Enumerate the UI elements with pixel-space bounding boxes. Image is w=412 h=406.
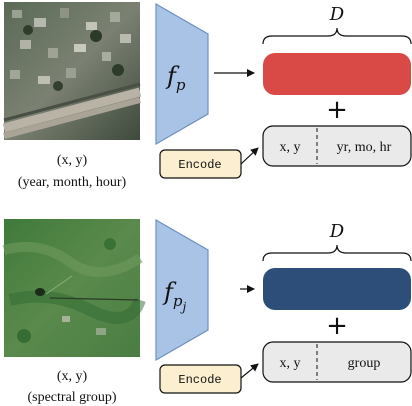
top-encode-label: Encode (178, 158, 221, 172)
top-encode-arrow (240, 147, 259, 165)
top-satellite-image (2, 2, 142, 140)
bottom-dim-label: D (329, 221, 345, 242)
bottom-dim-brace (262, 244, 412, 262)
bottom-caption-coords: (x, y) (57, 369, 88, 384)
top-encoder-block (155, 2, 209, 146)
bottom-plus-sign: + (326, 311, 348, 341)
top-meta-box (262, 125, 412, 167)
bottom-encode-label: Encode (178, 373, 221, 387)
bottom-embedding-bar (263, 268, 411, 310)
top-dim-label: D (329, 4, 345, 25)
top-dim-brace (262, 27, 412, 45)
bottom-meta-left: x, y (280, 356, 301, 371)
top-embedding-bar (263, 53, 411, 95)
top-caption-coords: (x, y) (57, 153, 88, 168)
top-caption-meta: (year, month, hour) (18, 175, 127, 190)
bottom-caption-meta: (spectral group) (27, 390, 116, 405)
top-meta-left: x, y (280, 140, 301, 155)
bottom-meta-right: group (348, 356, 381, 371)
bottom-encoder-block (155, 218, 209, 362)
bottom-meta-box (262, 341, 412, 383)
bottom-encode-box (159, 364, 242, 394)
top-meta-right: yr, mo, hr (337, 140, 392, 155)
bottom-encode-arrow (240, 363, 259, 379)
bottom-satellite-image (2, 219, 146, 357)
top-plus-sign: + (326, 95, 348, 125)
